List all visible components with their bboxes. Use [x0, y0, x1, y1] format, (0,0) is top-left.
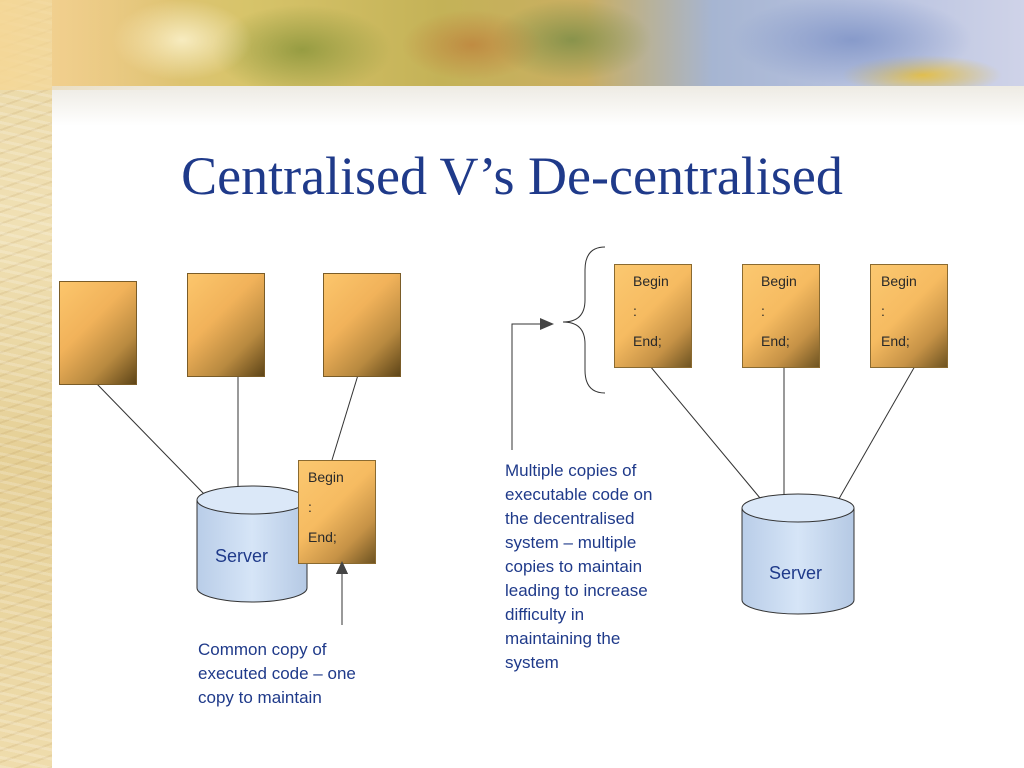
note-line: leading to increase — [505, 581, 648, 600]
note-line: executed code – one — [198, 664, 356, 683]
code-line-end: End; — [308, 529, 337, 545]
note-line: copy to maintain — [198, 688, 322, 707]
note-decentral: Multiple copies of executable code on th… — [505, 459, 652, 675]
note-line: system – multiple — [505, 533, 637, 552]
note-line: Common copy of — [198, 640, 327, 659]
background-top-banner — [52, 0, 1024, 86]
code-box-decentral-2: Begin : End; — [742, 264, 820, 368]
server-label-decentral: Server — [769, 563, 823, 583]
note-line: difficulty in — [505, 605, 585, 624]
arrow-head-decentral — [540, 318, 554, 330]
server-cylinder-central — [196, 485, 308, 603]
bracket — [562, 246, 606, 394]
code-box-decentral-1: Begin : End; — [614, 264, 692, 368]
code-line-colon: : — [308, 499, 312, 515]
background-corner — [0, 0, 180, 90]
note-line: Multiple copies of — [505, 461, 637, 480]
code-line-end: End; — [761, 333, 790, 349]
connector-line — [835, 365, 916, 505]
terminal-box — [59, 281, 137, 385]
code-line-colon: : — [761, 303, 765, 319]
page-title: Centralised V’s De-centralised — [181, 146, 843, 206]
connector-line — [95, 382, 206, 496]
arrow-line-decentral — [511, 323, 542, 450]
code-line-colon: : — [881, 303, 885, 319]
code-line-begin: Begin — [633, 273, 669, 289]
connector-line — [649, 365, 761, 499]
note-line: system — [505, 653, 559, 672]
connector-line — [331, 374, 359, 461]
note-central: Common copy of executed code – one copy … — [198, 638, 356, 710]
code-line-colon: : — [633, 303, 637, 319]
note-line: the decentralised — [505, 509, 635, 528]
terminal-box — [323, 273, 401, 377]
code-line-begin: Begin — [761, 273, 797, 289]
code-line-end: End; — [633, 333, 662, 349]
note-line: executable code on — [505, 485, 653, 504]
background-left-strip — [0, 0, 52, 768]
code-box-central: Begin : End; — [298, 460, 376, 564]
code-line-begin: Begin — [308, 469, 344, 485]
note-line: maintaining the — [505, 629, 621, 648]
code-line-end: End; — [881, 333, 910, 349]
code-box-decentral-3: Begin : End; — [870, 264, 948, 368]
note-line: copies to maintain — [505, 557, 643, 576]
server-label-central: Server — [215, 546, 269, 566]
server-cylinder-decentral — [741, 493, 855, 615]
terminal-box — [187, 273, 265, 377]
code-line-begin: Begin — [881, 273, 917, 289]
background-banner-shadow — [52, 86, 1024, 126]
